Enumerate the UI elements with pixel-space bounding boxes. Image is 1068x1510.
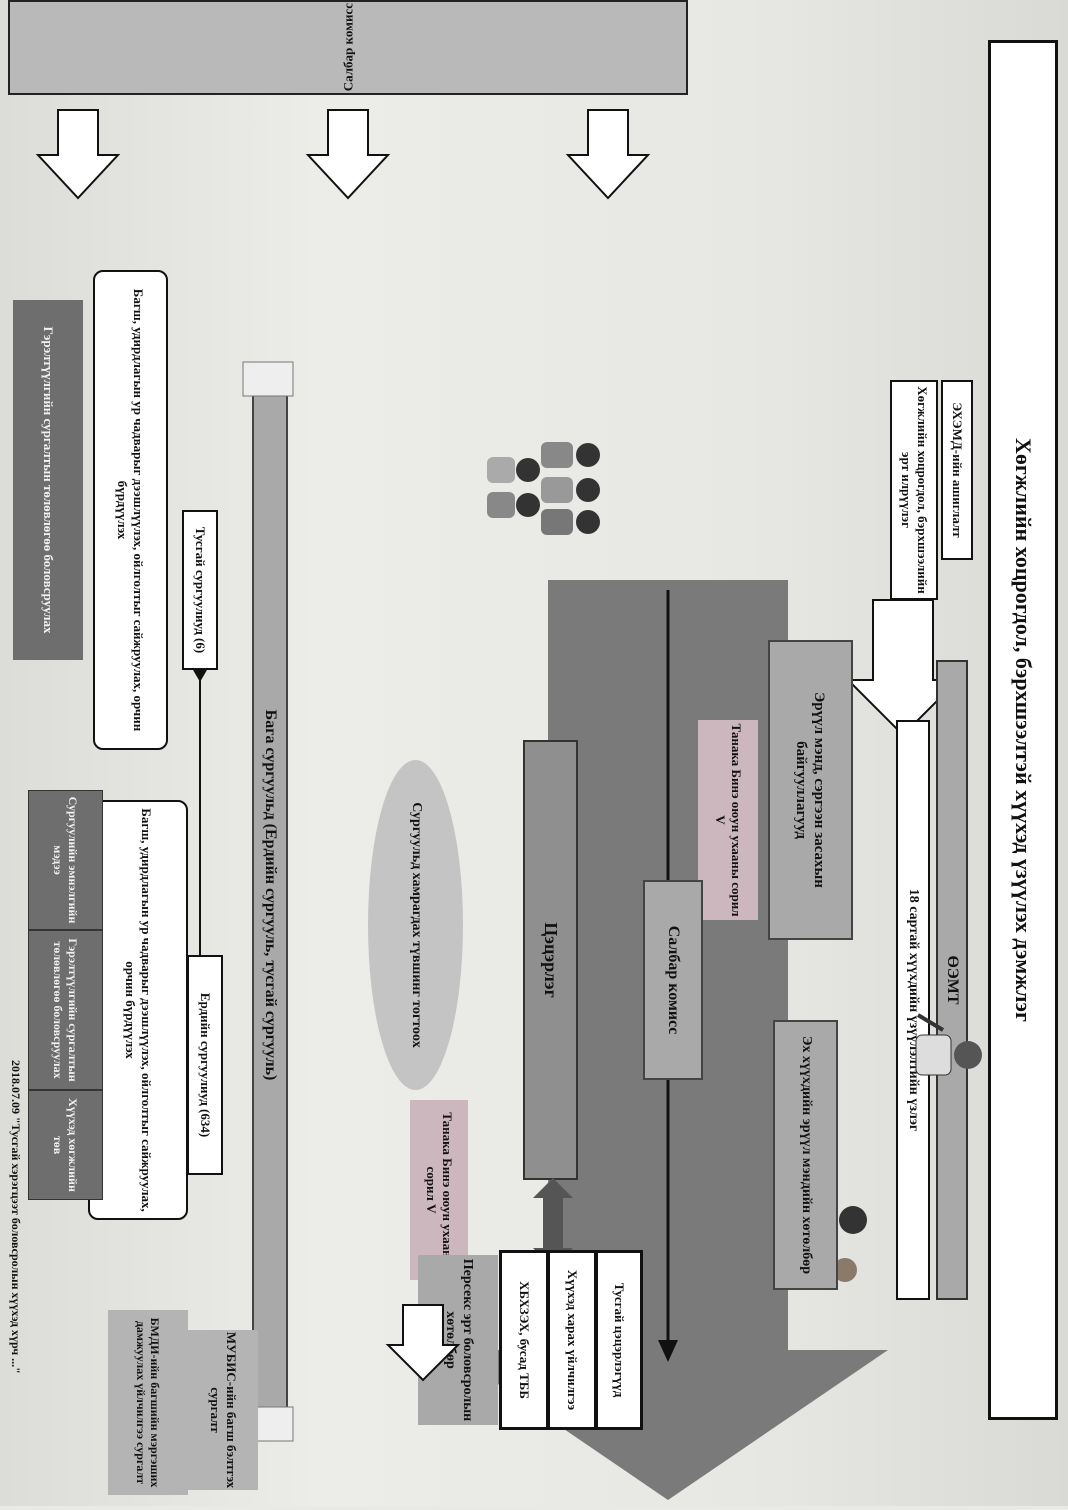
footer-note: 2018.07.09 "Тусгай хэрэгцээт боловсролын…: [9, 1060, 23, 1374]
ezemd-box: ЭХЭМД-ийн ашиглалт: [941, 380, 973, 560]
regular-schools-box: Ердийн сургуулиуд (634): [187, 955, 223, 1175]
left-support-box: Багш, удирдлагын ур чадварыг дээшлүүлэх,…: [93, 270, 168, 750]
healthy-mother-box: Эрүүл мэнд, сэргээн засахын байгууллагуу…: [768, 640, 853, 940]
doctor-icon: [915, 1013, 982, 1076]
bottom-commission-bar: Салбар комисс: [8, 0, 688, 95]
tanaka-test-1: Танака Бинэ оюун ухааны сорил V: [698, 720, 758, 920]
school-bar: Бага сургуульд (Ердийн сургууль, тусгай …: [252, 380, 288, 1410]
children-icon: [487, 442, 600, 535]
bsdi-training-box: БМДИ-ийн багшийн мэргэших дамжуулах үйлч…: [108, 1310, 188, 1495]
schools-connector: [193, 670, 207, 955]
support-childcare: Хүүхэд харах үйлчилгээ: [547, 1250, 595, 1430]
support-ngo: ХБХЗЭХ, бусад ТББ: [499, 1250, 547, 1430]
kindergarten-box: Цэцэрлэг: [523, 740, 578, 1180]
diagram-title: Хөгжлийн хоцрогдол, бэрхшээлтэй хүүхэд ү…: [988, 40, 1058, 1420]
right-dark-box-2: Гэрэлтүүлгийн сургалтын төлөвлөгөө болов…: [28, 930, 103, 1090]
right-dark-box-3: Хүүхэд хөгжлийн төв: [28, 1090, 103, 1200]
school-building-left-icon: [242, 361, 294, 397]
commission-mid-box: Салбар комисс: [643, 880, 703, 1080]
tanaka-test-2: Танака Бинэ оюун ухааны сорил V: [410, 1100, 468, 1280]
side-arrow-3: [35, 109, 121, 200]
right-support-box: Багш, удирдлагын ур чадварыг дээшлүүлэх,…: [88, 800, 188, 1220]
delay-screening-box: Хөгжлийн хоцрогдол, бэрхшээлийн эрт илрү…: [890, 380, 938, 600]
right-dark-box-1: Сургуулийн эмнэлгийн мэдээ: [28, 790, 103, 930]
school-entry-ellipse: Сургуульд хамрагдах түвшинг тогтоох: [368, 760, 463, 1090]
mother-guide-box: Эх хүүхдийн эрүүл мэндийн хөтөлбөр: [773, 1020, 838, 1290]
oemt-bar: ӨЭМТ: [936, 660, 968, 1300]
support-special-kindergarten: Тусгай цэцэрлэгүүд: [595, 1250, 643, 1430]
kindergarten-support-double-arrow: [533, 1178, 573, 1268]
bottom-commission-label: Салбар комисс: [340, 3, 356, 92]
side-arrow-2: [305, 109, 391, 200]
up-arrow-1: [385, 1304, 461, 1382]
special-schools-box: Тусгай сургуулиуд (6): [182, 510, 218, 670]
mones-training-box: МУБИС-ийн багш бэлтгэх сургалт: [188, 1330, 258, 1490]
left-dark-box: Гэрэлтүүлгийн сургалтын төлөвлөгөө болов…: [13, 300, 83, 660]
side-arrow-1: [565, 109, 651, 200]
